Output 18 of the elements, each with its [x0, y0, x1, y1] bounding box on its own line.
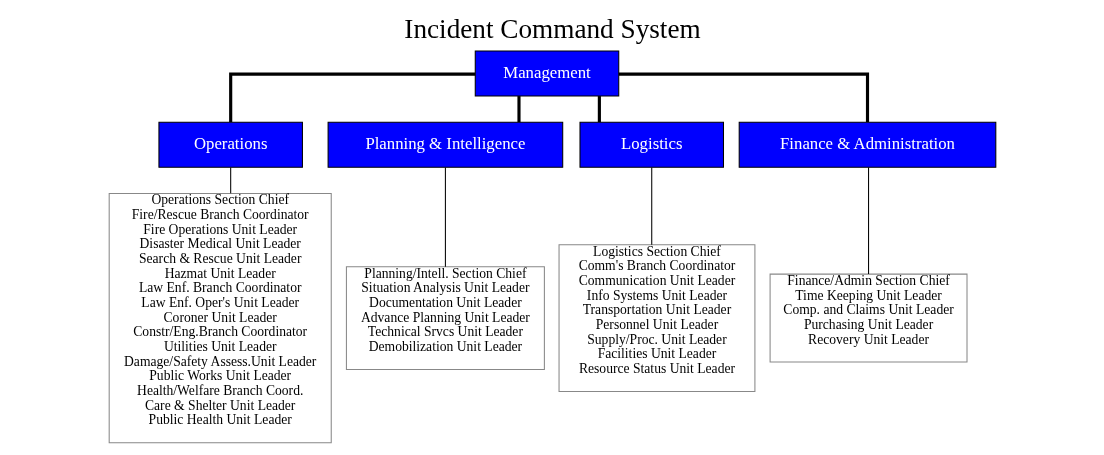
connector: [867, 166, 869, 275]
node-box: Operations: [157, 121, 303, 168]
node-box: Planning/Intell. Section Chief Situation Analysis Unit Leader Documentation Unit Leader Advance Planning Unit Leader Technical Srvcs Unit Leader Demobilization Unit Leader: [345, 266, 545, 370]
connector: [444, 166, 446, 268]
connector: [516, 96, 521, 123]
node-box: Operations Section Chief Fire/Rescue Branch Coordinator Fire Operations Unit Leader Disaster Medical Unit Leader Search & Rescue Unit Leader Hazmat Unit Leader Law Enf. Branch Coordinator Law Enf. Oper's Unit Leader Coroner Unit Leader Constr/Eng.Branch Coordinator Utilities Unit Leader Damage/Safety Assess.Unit Leader Public Works Unit Leader Health/Welfare Branch Coord. Care & Shelter Unit Leader Public Health Unit Leader: [108, 192, 332, 444]
connector: [650, 166, 652, 246]
node-box: Planning & Intelligence: [327, 121, 563, 168]
connector: [228, 72, 475, 122]
node-box: Finance & Administration: [738, 121, 996, 168]
node-box: Logistics: [578, 121, 724, 168]
node-box: Finance/Admin Section Chief Time Keeping Unit Leader Comp. and Claims Unit Leader Purchasing Unit Leader Recovery Unit Leader: [769, 273, 968, 363]
diagram-title: Incident Command System: [403, 14, 701, 45]
connector: [597, 96, 601, 123]
connector: [229, 166, 231, 194]
connector: [618, 72, 869, 122]
node-box: Management: [474, 50, 619, 97]
node-box: Logistics Section Chief Comm's Branch Coordinator Communication Unit Leader Info Systems Unit Leader Transportation Unit Leader Personnel Unit Leader Supply/Proc. Unit Leader Facilities Unit Leader Resource Status Unit Leader: [558, 244, 755, 392]
